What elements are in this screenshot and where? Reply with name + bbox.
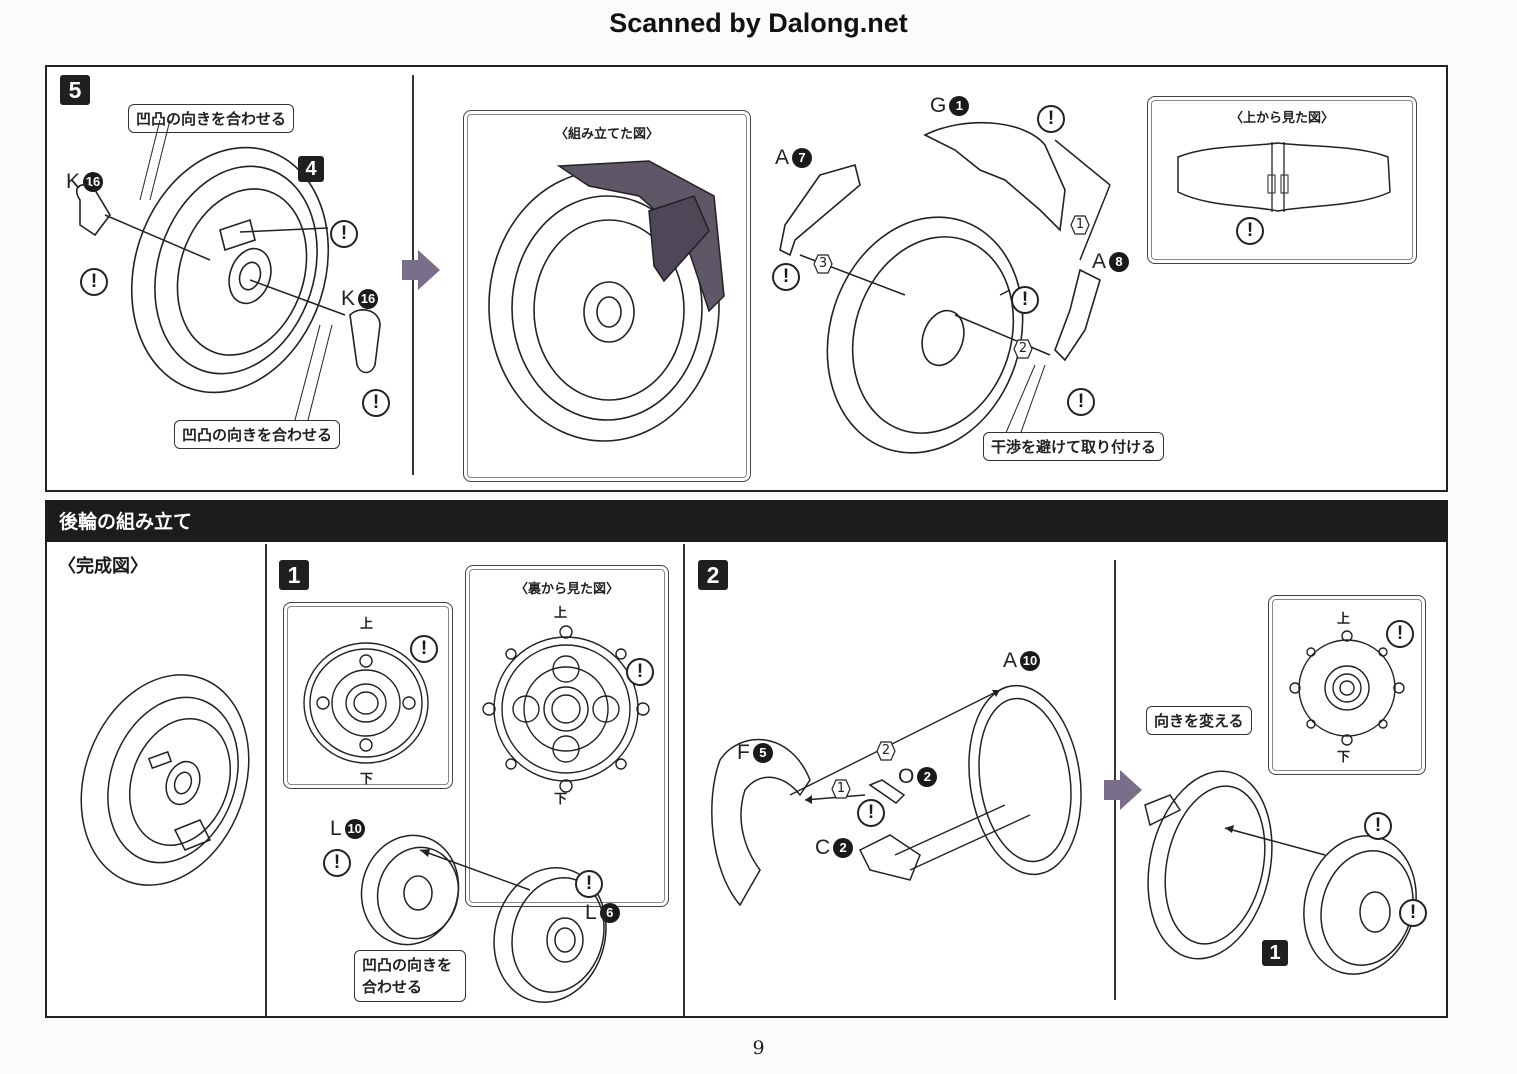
part-letter: L — [585, 901, 597, 924]
warning-icon: ! — [772, 263, 800, 291]
part-letter: F — [737, 741, 750, 764]
part-number: 2 — [833, 838, 854, 858]
step4-ref-badge: 4 — [298, 156, 324, 182]
part-letter: C — [815, 836, 831, 859]
order-marker-2: 2 — [1013, 339, 1033, 359]
front-wheel-exploded-drawing — [75, 119, 381, 421]
scan-banner: Scanned by Dalong.net — [609, 8, 908, 38]
part-label-c2: C 2 — [815, 836, 854, 860]
next-arrow-icon — [1104, 770, 1142, 810]
warning-icon: ! — [1011, 286, 1039, 314]
part-letter: K — [66, 170, 81, 193]
part-label-l10: L 10 — [330, 817, 365, 841]
part-number: 8 — [1109, 252, 1130, 272]
assembled-view-inset: 〈組み立てた図〉 — [463, 110, 751, 482]
direction-bottom-label: 下 — [1337, 750, 1351, 765]
direction-top-label: 上 — [360, 617, 374, 632]
callout-align-bottom: 凹凸の向きを合わせる — [174, 420, 341, 449]
warning-icon: ! — [575, 870, 603, 898]
warning-icon: ! — [323, 849, 351, 877]
order-marker-1: 1 — [1070, 215, 1090, 235]
step1-ref-badge: 1 — [1262, 940, 1288, 966]
order-marker-2: 2 — [876, 741, 896, 761]
callout-align-top: 凹凸の向きを合わせる — [128, 104, 295, 133]
warning-icon: ! — [330, 220, 358, 248]
part-number: 10 — [1020, 651, 1041, 671]
brake-exploded-drawing — [711, 684, 1082, 907]
direction-bottom-label: 下 — [554, 792, 568, 807]
warning-icon: ! — [362, 389, 390, 417]
part-letter: L — [330, 817, 342, 840]
part-number: 7 — [792, 148, 813, 168]
part-number: 16 — [358, 289, 379, 309]
warning-icon: ! — [1399, 899, 1427, 927]
hub-top-inset: 上 下 ! — [1268, 595, 1426, 775]
part-label-k16-right: K 16 — [341, 287, 379, 311]
warning-icon: ! — [626, 658, 654, 686]
part-number: 5 — [752, 743, 773, 763]
part-letter: K — [341, 287, 356, 310]
rear-step1-badge: 1 — [279, 560, 309, 590]
part-label-f5: F 5 — [737, 741, 773, 765]
callout-avoid-interference: 干渉を避けて取り付ける — [983, 432, 1165, 461]
back-view-title: 〈裏から見た図〉 — [514, 582, 619, 597]
hub-front-drawing — [303, 642, 429, 764]
top-view-title: 〈上から見た図〉 — [1229, 111, 1334, 126]
part-label-k16-left: K 16 — [66, 170, 104, 194]
next-arrow-icon — [402, 250, 440, 290]
part-number: 10 — [344, 819, 365, 839]
section-title-rear-wheel: 後輪の組み立て — [45, 500, 1448, 544]
warning-icon: ! — [857, 799, 885, 827]
front-fender-exploded-drawing — [779, 121, 1111, 454]
part-label-a8: A 8 — [1092, 250, 1130, 274]
part-letter: O — [898, 765, 915, 788]
part-letter: G — [930, 94, 947, 117]
callout-change-direction: 向きを変える — [1146, 706, 1252, 735]
part-letter: A — [1003, 649, 1018, 672]
assembled-wheel-drawing — [488, 160, 725, 442]
part-number: 1 — [949, 96, 970, 116]
part-number: 2 — [917, 767, 938, 787]
part-number: 6 — [599, 903, 620, 923]
warning-icon: ! — [80, 268, 108, 296]
hub-back-drawing — [482, 625, 650, 793]
callout-align-hub: 凹凸の向きを合わせる — [354, 950, 466, 1002]
warning-icon: ! — [1236, 217, 1264, 245]
part-label-a7: A 7 — [775, 146, 813, 170]
hub-top-drawing — [1289, 630, 1405, 746]
part-label-l6: L 6 — [585, 901, 620, 925]
page-number: 9 — [752, 1037, 765, 1059]
direction-top-label: 上 — [1337, 612, 1351, 627]
part-letter: A — [1092, 250, 1107, 273]
part-label-g1: G 1 — [930, 94, 970, 118]
assembled-view-title: 〈組み立てた図〉 — [554, 127, 659, 142]
rear-wheel-panel — [45, 542, 1448, 1018]
divider-step2 — [683, 544, 685, 1016]
warning-icon: ! — [1364, 812, 1392, 840]
warning-icon: ! — [1067, 388, 1095, 416]
divider-completed — [265, 544, 267, 1016]
hub-exploded-drawing — [360, 834, 607, 1003]
warning-icon: ! — [1386, 620, 1414, 648]
completed-view-title: 〈完成図〉 — [58, 556, 148, 577]
fender-top-view-drawing — [1177, 142, 1391, 212]
order-marker-1: 1 — [831, 779, 851, 799]
direction-bottom-label: 下 — [360, 772, 374, 787]
part-letter: A — [775, 146, 790, 169]
step5-badge: 5 — [60, 75, 90, 105]
order-marker-3: 3 — [813, 254, 833, 274]
warning-icon: ! — [1037, 105, 1065, 133]
part-number: 16 — [83, 172, 104, 192]
hub-back-inset: 〈裏から見た図〉 上 下 ! — [465, 565, 669, 907]
warning-icon: ! — [410, 635, 438, 663]
direction-top-label: 上 — [554, 606, 568, 621]
hub-front-inset: 上 下 ! — [283, 602, 453, 789]
part-label-a10: A 10 — [1003, 649, 1041, 673]
part-label-o2: O 2 — [898, 765, 938, 789]
rear-step2-badge: 2 — [698, 560, 728, 590]
top-view-inset: 〈上から見た図〉 ! — [1147, 96, 1417, 264]
rear-wheel-completed-drawing — [80, 674, 250, 886]
